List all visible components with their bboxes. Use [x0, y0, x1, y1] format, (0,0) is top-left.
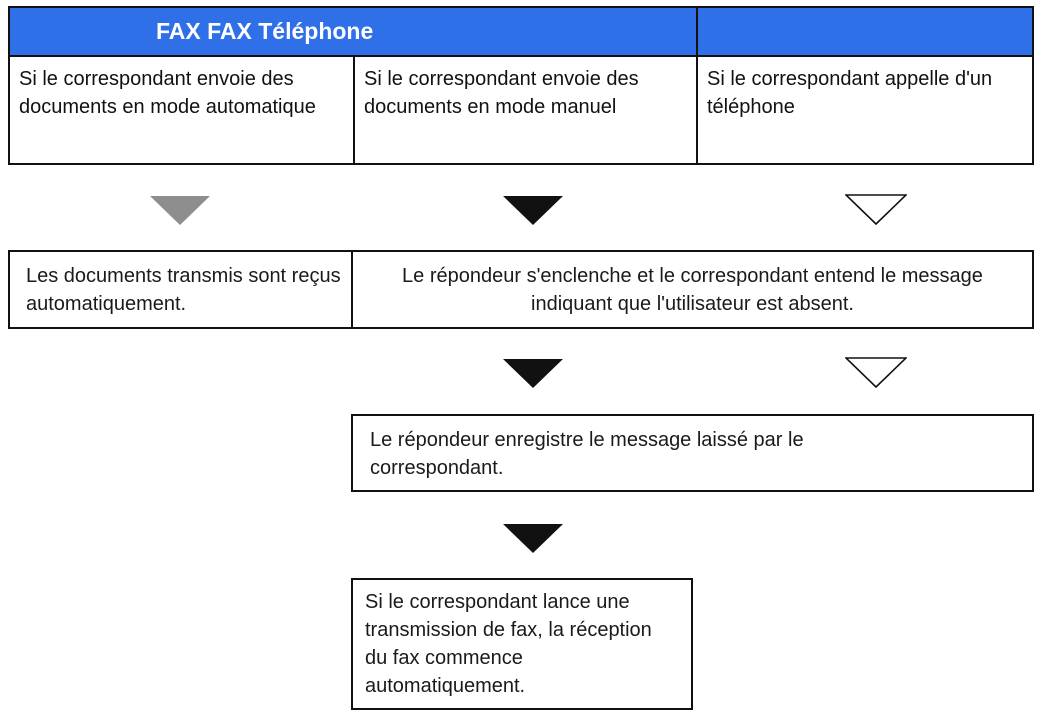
arrow-telephone-icon — [845, 194, 907, 226]
header-title: FAX FAX Téléphone — [156, 18, 374, 44]
arrow-manual-icon — [503, 196, 563, 225]
header-divider — [696, 8, 698, 55]
arrow-telephone-second-icon — [845, 357, 907, 389]
arrow-automatic-icon — [150, 196, 210, 225]
arrow-manual-second-icon — [503, 359, 563, 388]
case-telephone: Si le correspondant appelle d'un télépho… — [696, 57, 1032, 163]
header-bar: FAX FAX Téléphone — [8, 6, 1034, 57]
case-manual: Si le correspondant envoie des documents… — [353, 57, 696, 163]
arrow-final-icon — [503, 524, 563, 553]
result-auto-receive: Les documents transmis sont reçus automa… — [8, 250, 353, 329]
result-answering-machine: Le répondeur s'enclenche et le correspon… — [351, 250, 1034, 329]
result-fax-start: Si le correspondant lance une transmissi… — [351, 578, 693, 710]
case-automatic: Si le correspondant envoie des documents… — [19, 68, 316, 118]
case-row: Si le correspondant envoie des documents… — [8, 55, 1034, 165]
result-record-message: Le répondeur enregistre le message laiss… — [351, 414, 1034, 492]
